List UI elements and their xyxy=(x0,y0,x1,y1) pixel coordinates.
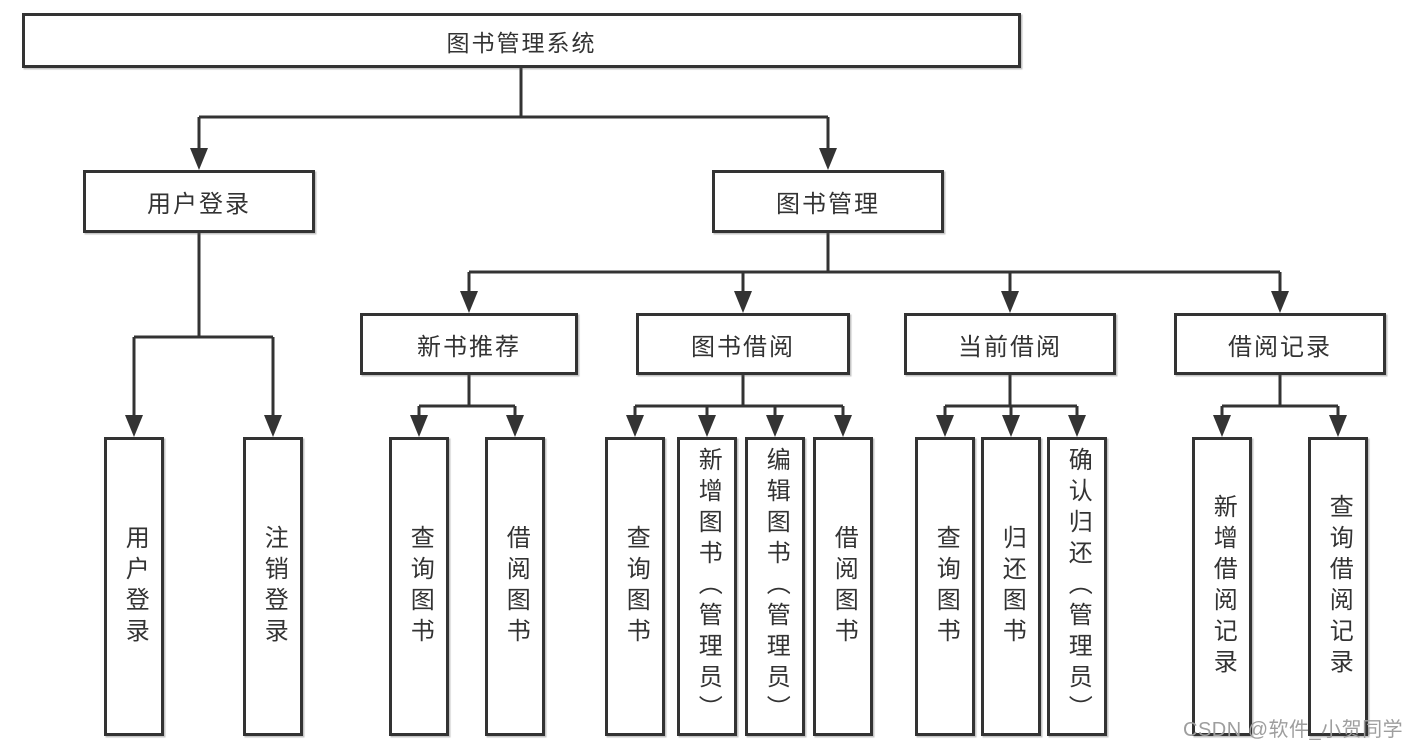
leaf-user-login-label: 用户登录 xyxy=(121,524,149,649)
leaf-query-books-3-label: 查询图书 xyxy=(932,524,960,649)
node-root-system: 图书管理系统 xyxy=(22,13,1021,68)
node-book-management: 图书管理 xyxy=(712,170,944,233)
leaf-query-borrow-record: 查询借阅记录 xyxy=(1308,437,1368,736)
leaf-logout-label: 注销登录 xyxy=(260,524,288,649)
leaf-add-book-admin-label: 新增图书（管理员） xyxy=(694,447,722,726)
leaf-borrow-books-2: 借阅图书 xyxy=(813,437,873,736)
leaf-return-books-label: 归还图书 xyxy=(998,524,1026,649)
leaf-logout: 注销登录 xyxy=(243,437,303,736)
leaf-add-book-admin: 新增图书（管理员） xyxy=(677,437,737,736)
node-book-borrowing: 图书借阅 xyxy=(636,313,850,375)
leaf-query-books-2: 查询图书 xyxy=(605,437,665,736)
leaf-confirm-return-admin: 确认归还（管理员） xyxy=(1047,437,1107,736)
csdn-watermark: CSDN @软件_小贺同学 xyxy=(1183,719,1404,741)
leaf-borrow-books-1: 借阅图书 xyxy=(485,437,545,736)
node-new-book-recommendation: 新书推荐 xyxy=(360,313,578,375)
leaf-add-borrow-record: 新增借阅记录 xyxy=(1192,437,1252,736)
leaf-query-books-3: 查询图书 xyxy=(915,437,975,736)
node-user-login: 用户登录 xyxy=(83,170,315,233)
leaf-confirm-return-admin-label: 确认归还（管理员） xyxy=(1064,447,1092,726)
leaf-edit-book-admin: 编辑图书（管理员） xyxy=(745,437,805,736)
leaf-borrow-books-2-label: 借阅图书 xyxy=(830,524,858,649)
leaf-add-borrow-record-label: 新增借阅记录 xyxy=(1209,493,1237,680)
arrowheads xyxy=(125,148,1347,437)
leaf-borrow-books-1-label: 借阅图书 xyxy=(502,524,530,649)
leaf-query-books-1-label: 查询图书 xyxy=(406,524,434,649)
node-current-borrowing: 当前借阅 xyxy=(904,313,1116,375)
leaf-query-borrow-record-label: 查询借阅记录 xyxy=(1325,493,1353,680)
leaf-query-books-1: 查询图书 xyxy=(389,437,449,736)
node-borrowing-records: 借阅记录 xyxy=(1174,313,1386,375)
leaf-return-books: 归还图书 xyxy=(981,437,1041,736)
leaf-edit-book-admin-label: 编辑图书（管理员） xyxy=(762,447,790,726)
leaf-query-books-2-label: 查询图书 xyxy=(622,524,650,649)
leaf-user-login: 用户登录 xyxy=(104,437,164,736)
